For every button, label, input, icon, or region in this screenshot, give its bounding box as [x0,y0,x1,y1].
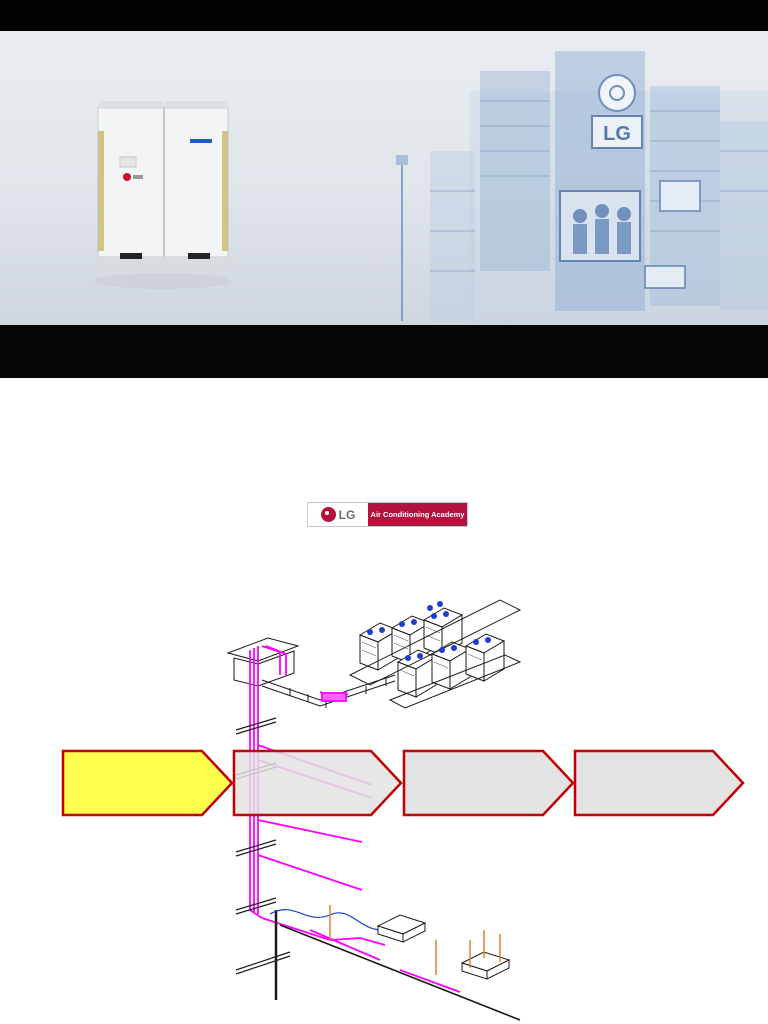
banner-bottom-bar [0,325,768,378]
banner-illustration: LG [95,51,768,325]
academy-label: Air Conditioning Academy [368,503,467,526]
lg-logo-text: LG [338,507,356,522]
outdoor-unit-box [422,607,464,656]
process-step-3[interactable] [402,749,575,817]
outdoor-unit-image [95,101,231,289]
process-step-2[interactable] [232,749,403,817]
header-banner: LG [0,0,768,378]
svg-text:LG: LG [603,123,631,145]
outdoor-unit-box [358,622,400,671]
banner-photo: LG [0,31,768,325]
indoor-unit [376,914,427,943]
pipe-rack [261,674,396,708]
process-step-1[interactable] [61,749,234,817]
outdoor-unit-box [430,641,472,690]
process-step-chevrons [61,749,745,817]
rooftop-shaft-housing [226,637,300,687]
lg-logo: LG [308,503,368,526]
city-sketch: LG [396,51,768,325]
process-step-4[interactable] [573,749,745,817]
indoor-unit [460,951,511,980]
outdoor-unit-array [348,599,522,709]
lg-academy-logo: LG Air Conditioning Academy [307,502,468,527]
lg-logo-icon [320,507,336,522]
drain-pipes [329,905,501,975]
fan-markers [367,601,491,661]
banner-top-bar [0,0,768,31]
